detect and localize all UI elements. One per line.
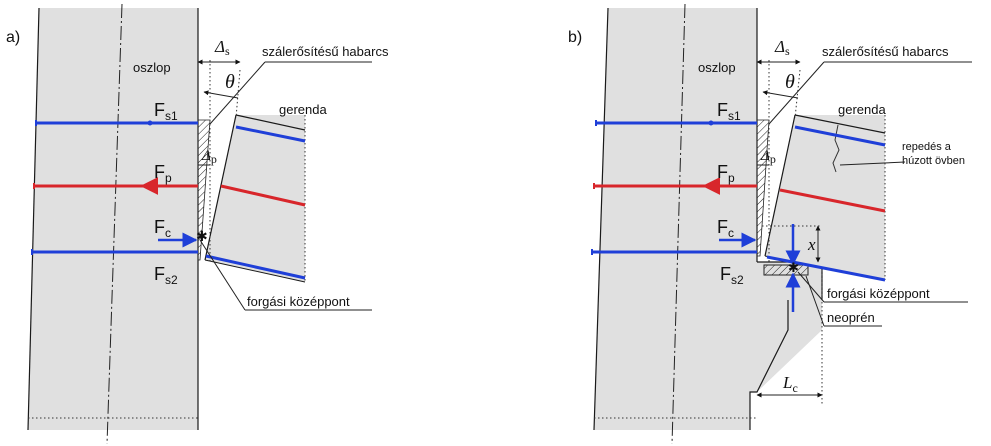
panel-b-tendon-s1-beam [794, 125, 886, 147]
panel-b-theta-arc [762, 90, 799, 99]
panel-b-crack-line2: húzott övben [902, 155, 965, 167]
panel-b-mortar-leader [768, 61, 825, 125]
panel-b-label: b) [568, 29, 582, 46]
panel-a-fc: Fc [154, 217, 171, 240]
panel-b-oszlop: oszlop [698, 60, 736, 75]
panel-a-oszlop: oszlop [133, 60, 171, 75]
panel-a-fs2: Fs2 [154, 264, 178, 287]
panel-a-column-left-edge [27, 7, 40, 431]
panel-b-crack-line1: repedés a [902, 141, 952, 153]
panel-a-beam-top [235, 114, 306, 131]
panel-b-lc: Lc [782, 373, 798, 395]
panel-a-beam-bottom [204, 259, 306, 283]
panel-b-pivot-leader [797, 271, 825, 303]
panel-a-fs1: Fs1 [154, 100, 178, 123]
panel-a-beam-end [204, 114, 237, 261]
panel-b-beam-end [764, 114, 796, 257]
panel-b-tendon-s1-node [708, 120, 714, 126]
panel-a-mortar-leader [209, 61, 266, 125]
panel-b-tendon-p-beam [779, 188, 886, 213]
panel-a-ref-line-2 [235, 69, 241, 119]
panel-a: a) ✱ [6, 3, 389, 445]
panel-b-beam-top [794, 114, 886, 134]
panel-a-pivot-label: forgási középpont [247, 294, 350, 309]
panel-b-pivot-label: forgási középpont [827, 286, 930, 301]
panel-b-fc: Fc [717, 217, 734, 240]
panel-a-pivot-icon: ✱ [196, 228, 208, 244]
panel-b-gerenda: gerenda [838, 102, 886, 117]
panel-a-theta: θ [225, 71, 235, 93]
panel-b-mortar-label: szálerősítésű habarcs [822, 44, 949, 59]
panel-a-tendon-s1-node [147, 120, 153, 126]
panel-a-tendon-s1-beam [235, 125, 306, 143]
panel-b: b) [568, 3, 972, 445]
panel-a-beam [205, 115, 305, 282]
panel-b-delta-p: Δp [760, 148, 776, 166]
panel-a-column [28, 8, 198, 430]
panel-b-neoprene-leader [805, 275, 825, 327]
panel-b-ref-line-2 [794, 69, 801, 119]
panel-a-mortar-label: szálerősítésű habarcs [262, 44, 389, 59]
panel-b-corbel-slope [749, 300, 789, 430]
panel-a-label: a) [6, 29, 20, 46]
panel-a-tendon-p-beam [220, 184, 306, 207]
panel-a-axis [106, 3, 123, 445]
panel-b-neoprene-label: neoprén [827, 310, 875, 325]
panel-b-x: x [807, 235, 816, 254]
panel-a-delta-p: Δp [201, 148, 217, 166]
panel-a-delta: Δs [214, 37, 230, 58]
panel-b-fs2: Fs2 [720, 264, 744, 287]
panel-a-pivot-leader [199, 239, 246, 311]
panel-a-theta-arc [203, 90, 239, 99]
panel-a-mortar-joint [197, 119, 211, 261]
panel-b-axis [671, 3, 686, 445]
panel-b-theta: θ [785, 71, 795, 93]
panel-b-neoprene [763, 264, 809, 276]
panel-b-column [594, 8, 822, 430]
panel-b-mortar-joint [756, 119, 770, 257]
panel-b-crack-leader [839, 161, 906, 166]
panel-b-pivot-icon: ✱ [788, 260, 799, 275]
panel-b-fp: Fp [717, 162, 735, 185]
panel-b-fs1: Fs1 [717, 100, 741, 123]
panel-a-fp: Fp [154, 162, 172, 185]
panel-a-tendon-s2-beam [205, 254, 306, 280]
panel-b-column-left-edge [593, 7, 609, 431]
panel-b-delta: Δs [774, 37, 790, 58]
panel-a-gerenda: gerenda [279, 102, 327, 117]
